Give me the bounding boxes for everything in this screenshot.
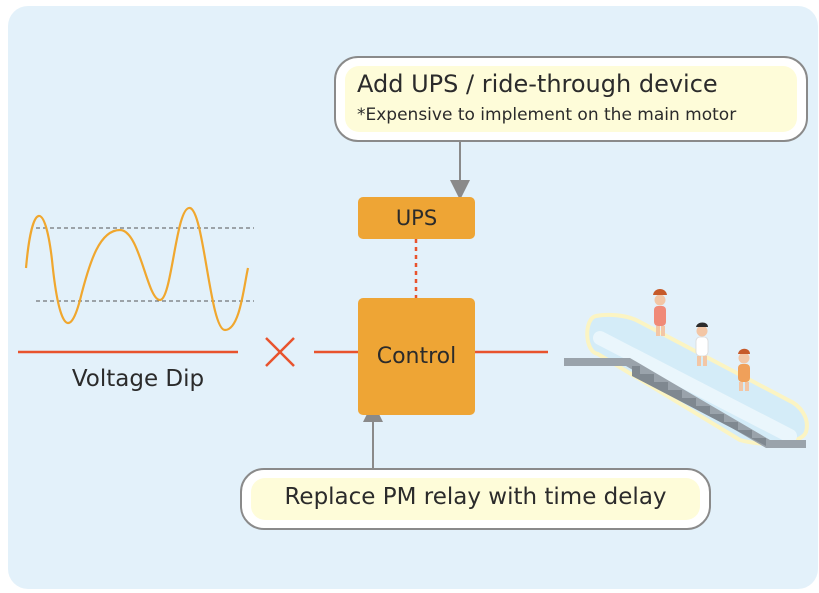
relay-callout-label: Replace PM relay with time delay (284, 484, 667, 510)
control-box-label: Control (376, 344, 457, 369)
ups-callout-inner: Add UPS / ride-through device *Expensive… (345, 66, 797, 132)
voltage-waveform (24, 206, 250, 332)
escalator-icon (564, 289, 809, 448)
cross-icon (265, 337, 295, 367)
ups-callout-subtitle: *Expensive to implement on the main moto… (357, 105, 737, 125)
control-box: Control (358, 298, 475, 415)
voltage-dip-label: Voltage Dip (71, 366, 205, 392)
relay-callout-inner: Replace PM relay with time delay (251, 478, 700, 520)
relay-callout: Replace PM relay with time delay (240, 468, 711, 530)
ups-callout: Add UPS / ride-through device *Expensive… (334, 56, 808, 142)
wave-icon (24, 206, 254, 332)
ups-box-label: UPS (395, 206, 438, 230)
ups-callout-title: Add UPS / ride-through device (357, 70, 718, 98)
ups-box: UPS (358, 197, 475, 239)
